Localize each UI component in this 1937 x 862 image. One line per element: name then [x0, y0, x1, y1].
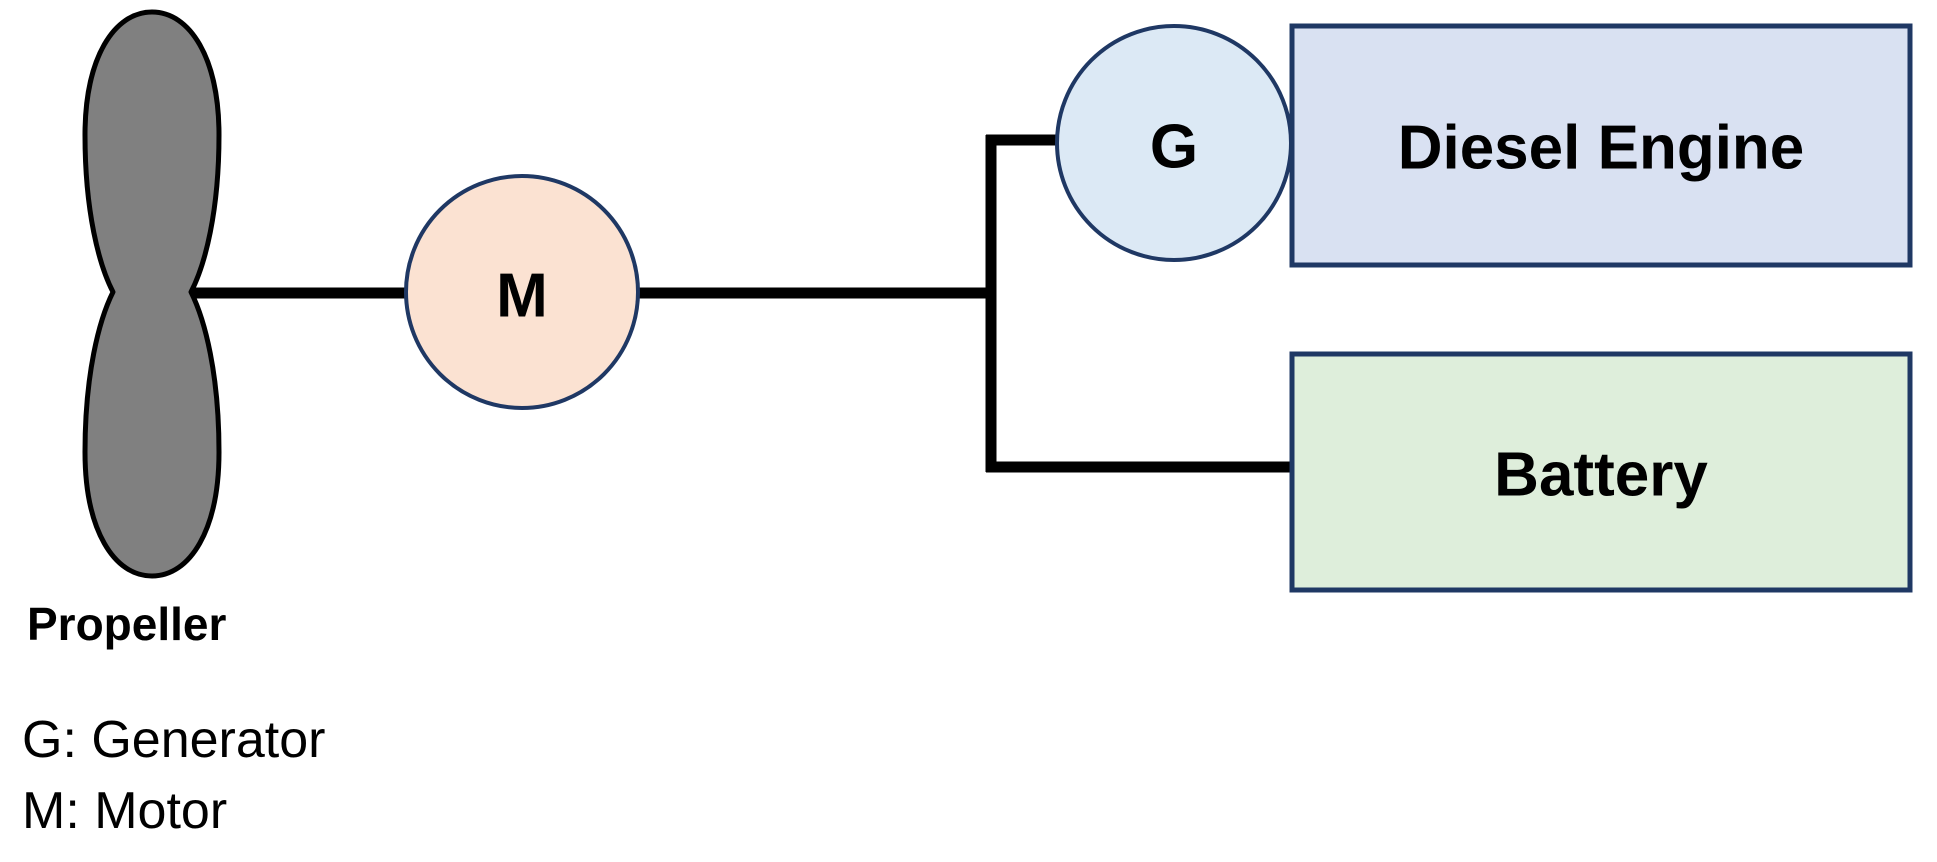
legend-item-motor: M: Motor: [22, 782, 227, 840]
legend: G: Generator M: Motor: [22, 711, 325, 840]
battery-label: Battery: [1494, 441, 1708, 510]
propeller-caption: Propeller: [27, 598, 227, 650]
diesel-engine-node[interactable]: Diesel Engine: [1289, 23, 1913, 268]
battery-node[interactable]: Battery: [1289, 351, 1913, 593]
generator-node[interactable]: G: [1055, 24, 1293, 262]
connection-wires: [150, 134, 1295, 473]
battery-box: [1289, 351, 1913, 593]
motor-node[interactable]: M: [404, 174, 640, 410]
legend-item-generator: G: Generator: [22, 711, 325, 769]
generator-letter: G: [1150, 113, 1198, 182]
motor-letter: M: [496, 262, 548, 331]
propeller-shape: [82, 9, 222, 579]
motor-circle: [404, 174, 640, 410]
diesel-engine-box: [1289, 23, 1913, 268]
propeller-node[interactable]: [82, 9, 222, 579]
diesel-engine-label: Diesel Engine: [1398, 114, 1805, 183]
